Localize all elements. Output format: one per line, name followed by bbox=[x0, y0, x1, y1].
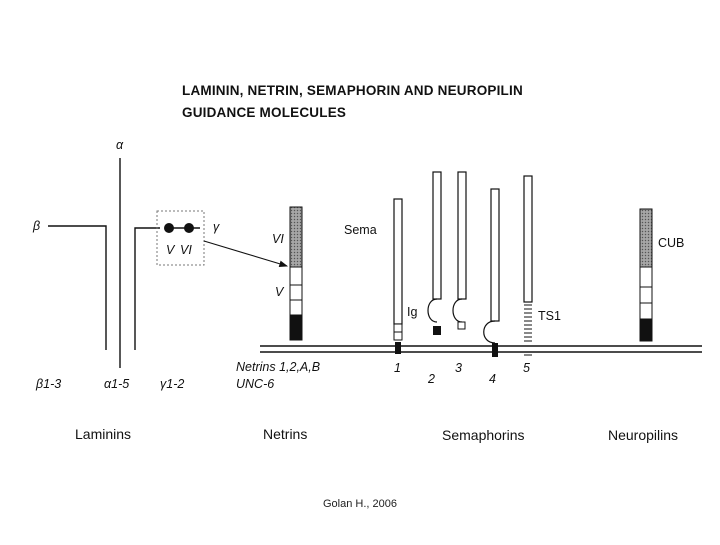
homology-arrow bbox=[203, 240, 289, 267]
laminin-gamma-label: γ bbox=[213, 220, 220, 234]
ig-domain-label: Ig bbox=[407, 305, 417, 319]
laminin-beta-range: β1-3 bbox=[35, 377, 61, 391]
netrin-domain-v-label: V bbox=[275, 285, 285, 299]
laminins-category-label: Laminins bbox=[75, 426, 131, 442]
laminin-beta-chain bbox=[48, 225, 107, 350]
semaphorin-class-1: 1 bbox=[394, 361, 401, 375]
laminin-alpha-range: α1-5 bbox=[104, 377, 129, 391]
semaphorin-class-2: 2 bbox=[427, 372, 435, 386]
netrins-category-label: Netrins bbox=[263, 426, 307, 442]
neuropilin-structure bbox=[639, 208, 653, 342]
laminin-gamma-chain bbox=[134, 227, 160, 350]
laminin-structure bbox=[48, 158, 289, 368]
netrin-domain-vi-label: VI bbox=[272, 232, 284, 246]
laminin-gamma-range: γ1-2 bbox=[160, 377, 184, 391]
semaphorin-1 bbox=[393, 198, 403, 325]
ts1-domain-label: TS1 bbox=[538, 309, 561, 323]
semaphorin-3 bbox=[457, 171, 467, 300]
laminin-domain-v-label: V bbox=[166, 243, 176, 257]
neuropilins-category-label: Neuropilins bbox=[608, 427, 678, 443]
netrin-structure bbox=[289, 206, 303, 341]
title-line-2: GUIDANCE MOLECULES bbox=[182, 105, 346, 120]
semaphorin-4 bbox=[490, 188, 500, 322]
semaphorin-class-3: 3 bbox=[455, 361, 462, 375]
cell-membrane bbox=[260, 345, 702, 353]
netrin-members-line-2: UNC-6 bbox=[236, 377, 274, 391]
laminin-domain-vi-label: VI bbox=[180, 243, 192, 257]
semaphorin-structures bbox=[393, 171, 533, 357]
laminin-beta-label: β bbox=[32, 219, 40, 233]
title-line-1: LAMININ, NETRIN, SEMAPHORIN AND NEUROPIL… bbox=[182, 83, 523, 98]
semaphorin-class-4: 4 bbox=[489, 372, 496, 386]
semaphorin-2 bbox=[432, 171, 442, 300]
sema-domain-label: Sema bbox=[344, 223, 377, 237]
semaphorin-5 bbox=[523, 175, 533, 303]
cub-domain-label: CUB bbox=[658, 236, 684, 250]
laminin-alpha-label: α bbox=[116, 138, 124, 152]
semaphorin-class-5: 5 bbox=[523, 361, 530, 375]
semaphorins-category-label: Semaphorins bbox=[442, 427, 525, 443]
laminin-domain-box bbox=[156, 210, 205, 266]
credit-caption: Golan H., 2006 bbox=[323, 498, 397, 510]
netrin-members-line-1: Netrins 1,2,A,B bbox=[236, 360, 320, 374]
laminin-domain-vi-dot bbox=[184, 223, 194, 233]
laminin-domain-v-dot bbox=[164, 223, 174, 233]
